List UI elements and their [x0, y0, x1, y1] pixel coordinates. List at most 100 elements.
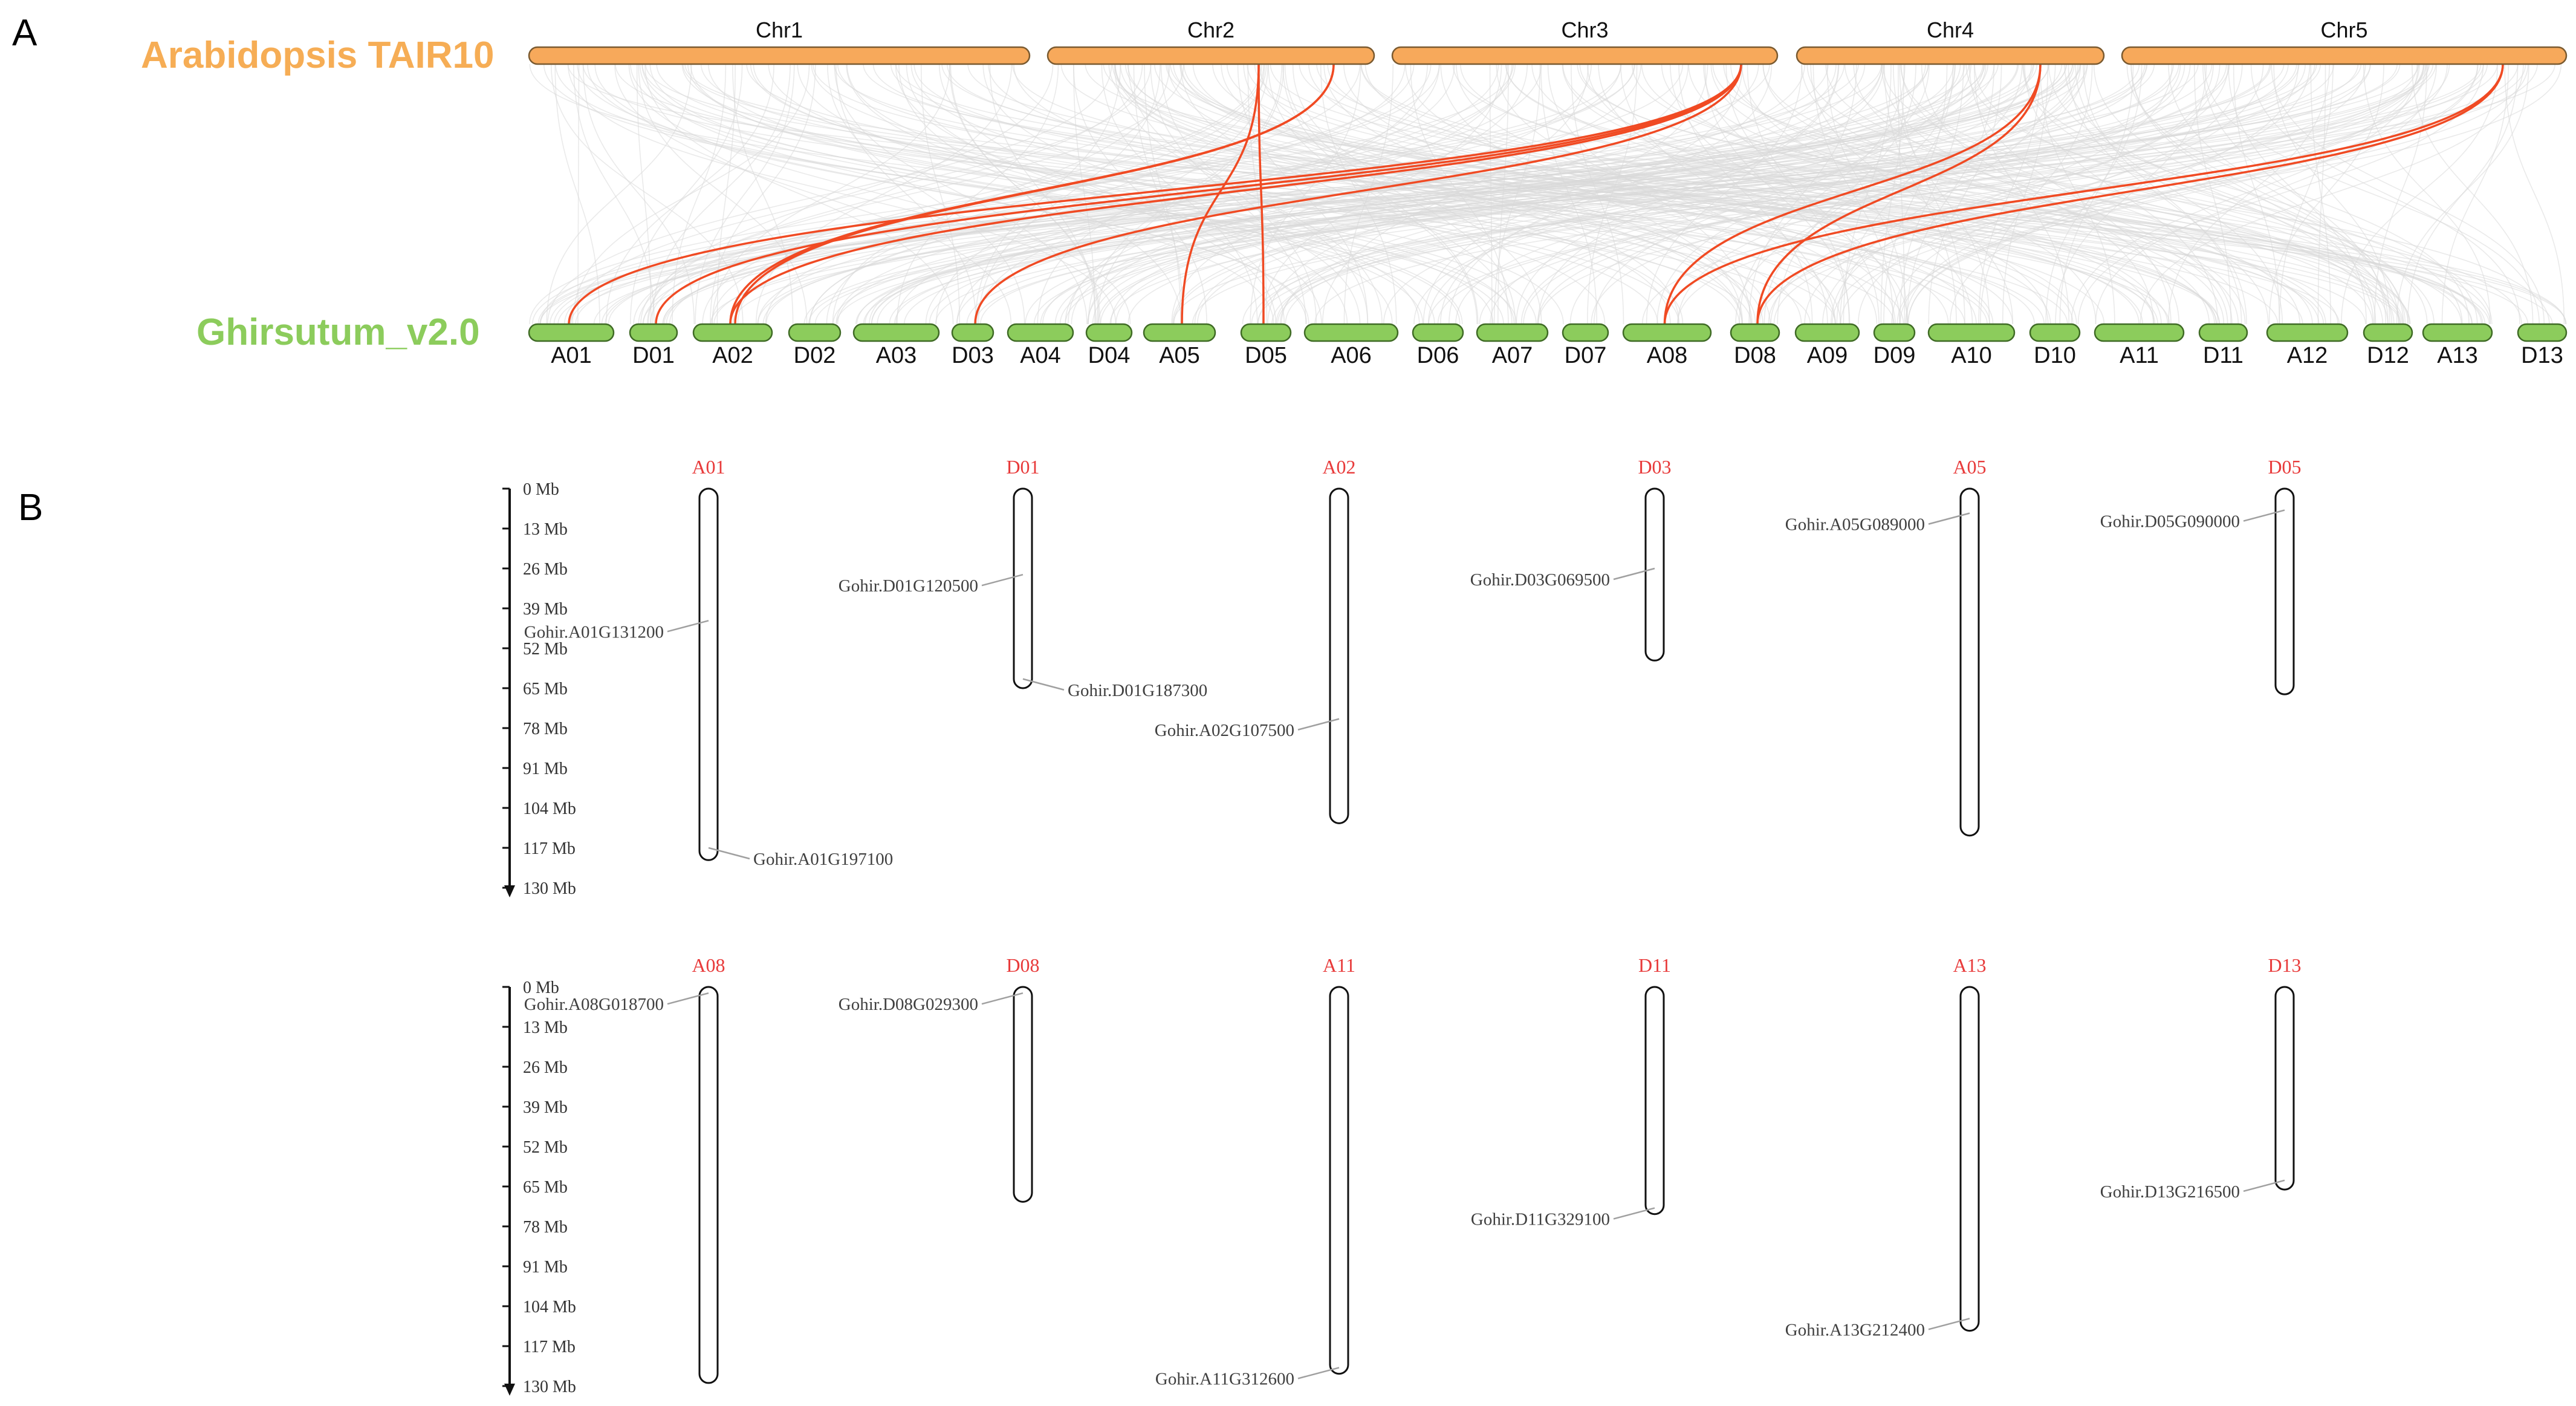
background-link [641, 63, 1463, 325]
chromosome-name: A08 [692, 954, 725, 976]
background-link [1704, 63, 1851, 325]
query-chromosome-label: A03 [876, 343, 917, 368]
background-link [1773, 63, 2529, 325]
background-link [1593, 63, 1956, 325]
background-link [1144, 63, 1181, 325]
query-chromosome-label: A07 [1492, 343, 1533, 368]
background-link [582, 63, 695, 325]
background-link [1586, 63, 2049, 325]
chromosome-body [2274, 986, 2295, 1191]
background-link [1978, 63, 2041, 325]
background-link [1257, 63, 2147, 325]
query-chromosome-d12 [2363, 323, 2413, 342]
chromosome-name: A11 [1323, 954, 1355, 976]
query-chromosome-d06 [1412, 323, 1464, 342]
background-link [898, 63, 1182, 325]
background-link [2002, 63, 2049, 325]
query-chromosome-d03 [951, 323, 994, 342]
query-chromosome-d11 [2198, 323, 2248, 342]
background-link [1259, 63, 1771, 325]
background-link [1192, 63, 2488, 325]
highlighted-link-chr5-a08 [1663, 63, 2504, 325]
background-link [1025, 63, 1988, 325]
ref-chromosome-chr3 [1391, 46, 1779, 65]
gene-label: Gohir.A05G089000 [1785, 515, 1925, 535]
background-link [695, 63, 795, 325]
query-chromosome-a09 [1794, 323, 1860, 342]
background-link [567, 63, 2553, 325]
background-link [570, 63, 2285, 325]
chromosome-body [1013, 986, 1033, 1203]
background-link [1928, 63, 2002, 325]
gene-label: Gohir.D01G120500 [839, 576, 978, 596]
query-chromosome-label: D02 [794, 343, 836, 368]
scale-tick-label: 39 Mb [523, 600, 568, 619]
query-chromosome-d02 [788, 323, 842, 342]
background-link [1892, 63, 1990, 325]
query-chromosome-label: D06 [1417, 343, 1459, 368]
background-link [682, 63, 2340, 325]
background-link [539, 63, 2419, 325]
background-link [2039, 63, 2115, 325]
scale-tick-label: 26 Mb [523, 1058, 568, 1077]
gene-leader-line [1022, 678, 1065, 691]
background-link [1261, 63, 1502, 325]
background-link [1770, 63, 2229, 325]
background-link [710, 63, 816, 325]
gene-label: Gohir.A02G107500 [1155, 721, 1294, 740]
chromosome-body [1329, 487, 1349, 824]
chromosome-name: A13 [1953, 954, 1986, 976]
query-chromosome-a05 [1143, 323, 1216, 342]
scale-tick-label: 117 Mb [523, 1338, 576, 1356]
scale-tick-label: 65 Mb [523, 680, 568, 698]
query-chromosome-label: D10 [2034, 343, 2076, 368]
background-link [1688, 63, 2225, 325]
background-link [1100, 63, 2075, 325]
background-link [2204, 63, 2540, 325]
background-link [1270, 63, 2473, 325]
background-link [1853, 63, 2233, 325]
ref-chromosome-label: Chr2 [1187, 18, 1234, 42]
gene-leader-line [1297, 718, 1340, 731]
background-link [1562, 63, 2313, 325]
gene-label: Gohir.A01G131200 [524, 622, 664, 642]
query-chromosome-label: D12 [2367, 343, 2409, 368]
background-link [1282, 63, 1479, 325]
scale-tick-label: 26 Mb [523, 560, 568, 579]
background-link [967, 63, 2490, 325]
background-link [647, 63, 1143, 325]
background-link [2055, 63, 2207, 325]
background-link [587, 63, 1309, 325]
background-link [935, 63, 2498, 325]
gene-leader-line [2243, 1179, 2285, 1193]
chromosome-body [698, 986, 719, 1384]
gene-label: Gohir.A08G018700 [524, 995, 664, 1014]
chromosome-name: A05 [1953, 456, 1986, 478]
background-link [1830, 63, 2173, 325]
background-link [532, 63, 1859, 325]
reference-genome-label: Arabidopsis TAIR10 [141, 34, 495, 76]
background-link [573, 63, 655, 325]
scale-tick-label: 130 Mb [523, 1378, 576, 1396]
gene-leader-line [1297, 1367, 1340, 1379]
query-chromosome-d04 [1085, 323, 1133, 342]
highlighted-link-chr3-d03 [974, 63, 1742, 325]
scale-tick-label: 91 Mb [523, 1258, 568, 1277]
chromosome-name: A02 [1322, 456, 1355, 478]
chromosome-body [698, 487, 719, 861]
gene-leader-line [2243, 509, 2285, 522]
background-link [1114, 63, 1383, 325]
gene-leader-line [708, 847, 750, 860]
background-link [1900, 63, 2427, 325]
query-chromosome-a03 [852, 323, 940, 342]
ref-chromosome-chr1 [528, 46, 1031, 65]
highlighted-link-chr3-d01 [655, 63, 1742, 325]
background-link [2250, 63, 2520, 325]
